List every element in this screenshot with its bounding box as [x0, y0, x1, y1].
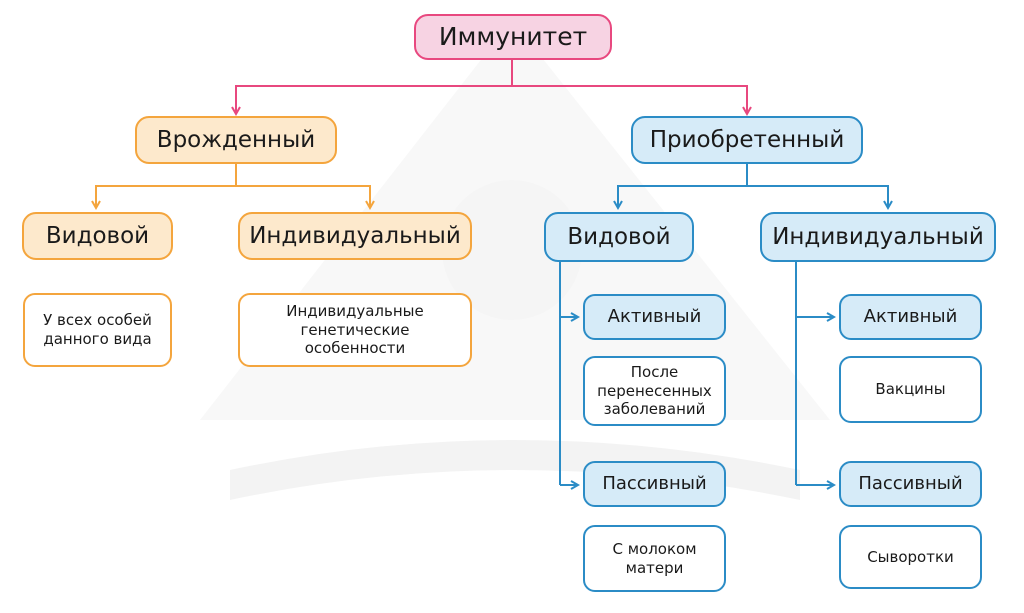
connector-innate-to-species — [96, 185, 236, 208]
connector-innate-to-individual — [236, 185, 370, 208]
node-acquired-species: Видовой — [544, 212, 694, 262]
node-acq-individual-passive: Пассивный — [839, 461, 982, 507]
note-acq-species-passive: С молоком матери — [583, 525, 726, 592]
note-acq-individual-active: Вакцины — [839, 356, 982, 423]
node-acquired-individual: Индивидуальный — [760, 212, 996, 262]
node-innate-individual: Индивидуальный — [238, 212, 472, 260]
node-acq-individual-active: Активный — [839, 294, 982, 340]
connector-acquired-to-individual — [747, 185, 888, 208]
note-acq-individual-passive: Сыворотки — [839, 525, 982, 589]
connector-root-to-innate — [236, 85, 512, 114]
node-innate-species: Видовой — [22, 212, 173, 260]
watermark-logo — [200, 20, 830, 500]
node-innate: Врожденный — [135, 116, 337, 164]
node-immunity: Иммунитет — [414, 14, 612, 60]
node-acq-species-active: Активный — [583, 294, 726, 340]
node-acq-species-passive: Пассивный — [583, 461, 726, 507]
connector-root-to-acquired — [512, 85, 747, 114]
note-innate-species: У всех особей данного вида — [23, 293, 172, 367]
node-acquired: Приобретенный — [631, 116, 863, 164]
note-innate-individual: Индивидуальные генетические особенности — [238, 293, 472, 367]
note-acq-species-active: После перенесенных заболеваний — [583, 356, 726, 426]
connector-acquired-to-species — [618, 185, 747, 208]
